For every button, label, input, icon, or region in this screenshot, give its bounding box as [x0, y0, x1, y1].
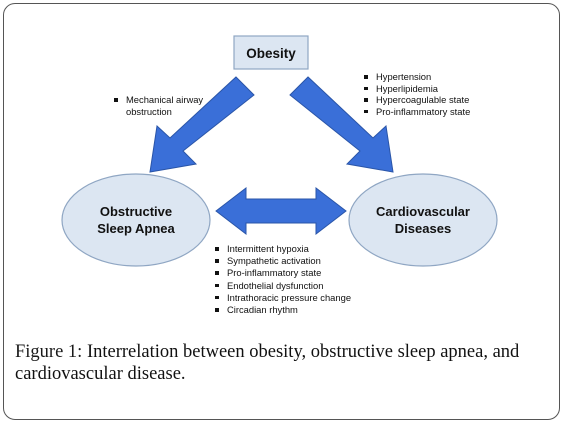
left-note-item: Mechanical airway obstruction [112, 94, 203, 117]
obesity-label: Obesity [246, 46, 296, 61]
bottom-note-item: Intrathoracic pressure change [213, 292, 351, 304]
figure-caption: Figure 1: Interrelation between obesity,… [15, 341, 555, 385]
bottom-note-item: Endothelial dysfunction [213, 280, 351, 292]
arrow-obesity-to-cvd [289, 76, 394, 173]
bottom-note-item: Circadian rhythm [213, 304, 351, 316]
osa-node [61, 173, 211, 267]
bottom-note-item: Intermittent hypoxia [213, 243, 351, 255]
cvd-node [348, 173, 498, 267]
left-notes: Mechanical airway obstruction [112, 94, 203, 117]
right-notes: Hypertension Hyperlipidemia Hypercoagula… [362, 71, 470, 117]
osa-label-line1: Obstructive [100, 204, 172, 219]
cvd-label-line1: Cardiovascular [376, 204, 470, 219]
double-arrow-osa-cvd [215, 186, 347, 236]
right-note-item: Hypercoagulable state [362, 94, 470, 106]
figure-frame [3, 3, 560, 420]
caption-label: Figure 1: [15, 342, 83, 362]
bottom-note-item: Pro-inflammatory state [213, 267, 351, 279]
obesity-node [233, 35, 309, 70]
caption-text: Interrelation between obesity, obstructi… [15, 342, 520, 384]
bottom-notes: Intermittent hypoxia Sympathetic activat… [213, 243, 351, 316]
arrow-obesity-to-osa [149, 76, 255, 173]
right-note-item: Hyperlipidemia [362, 83, 470, 95]
bottom-note-item: Sympathetic activation [213, 255, 351, 267]
right-note-item: Hypertension [362, 71, 470, 83]
right-note-item: Pro-inflammatory state [362, 106, 470, 118]
cvd-label-line2: Diseases [395, 221, 451, 236]
osa-label-line2: Sleep Apnea [97, 221, 175, 236]
